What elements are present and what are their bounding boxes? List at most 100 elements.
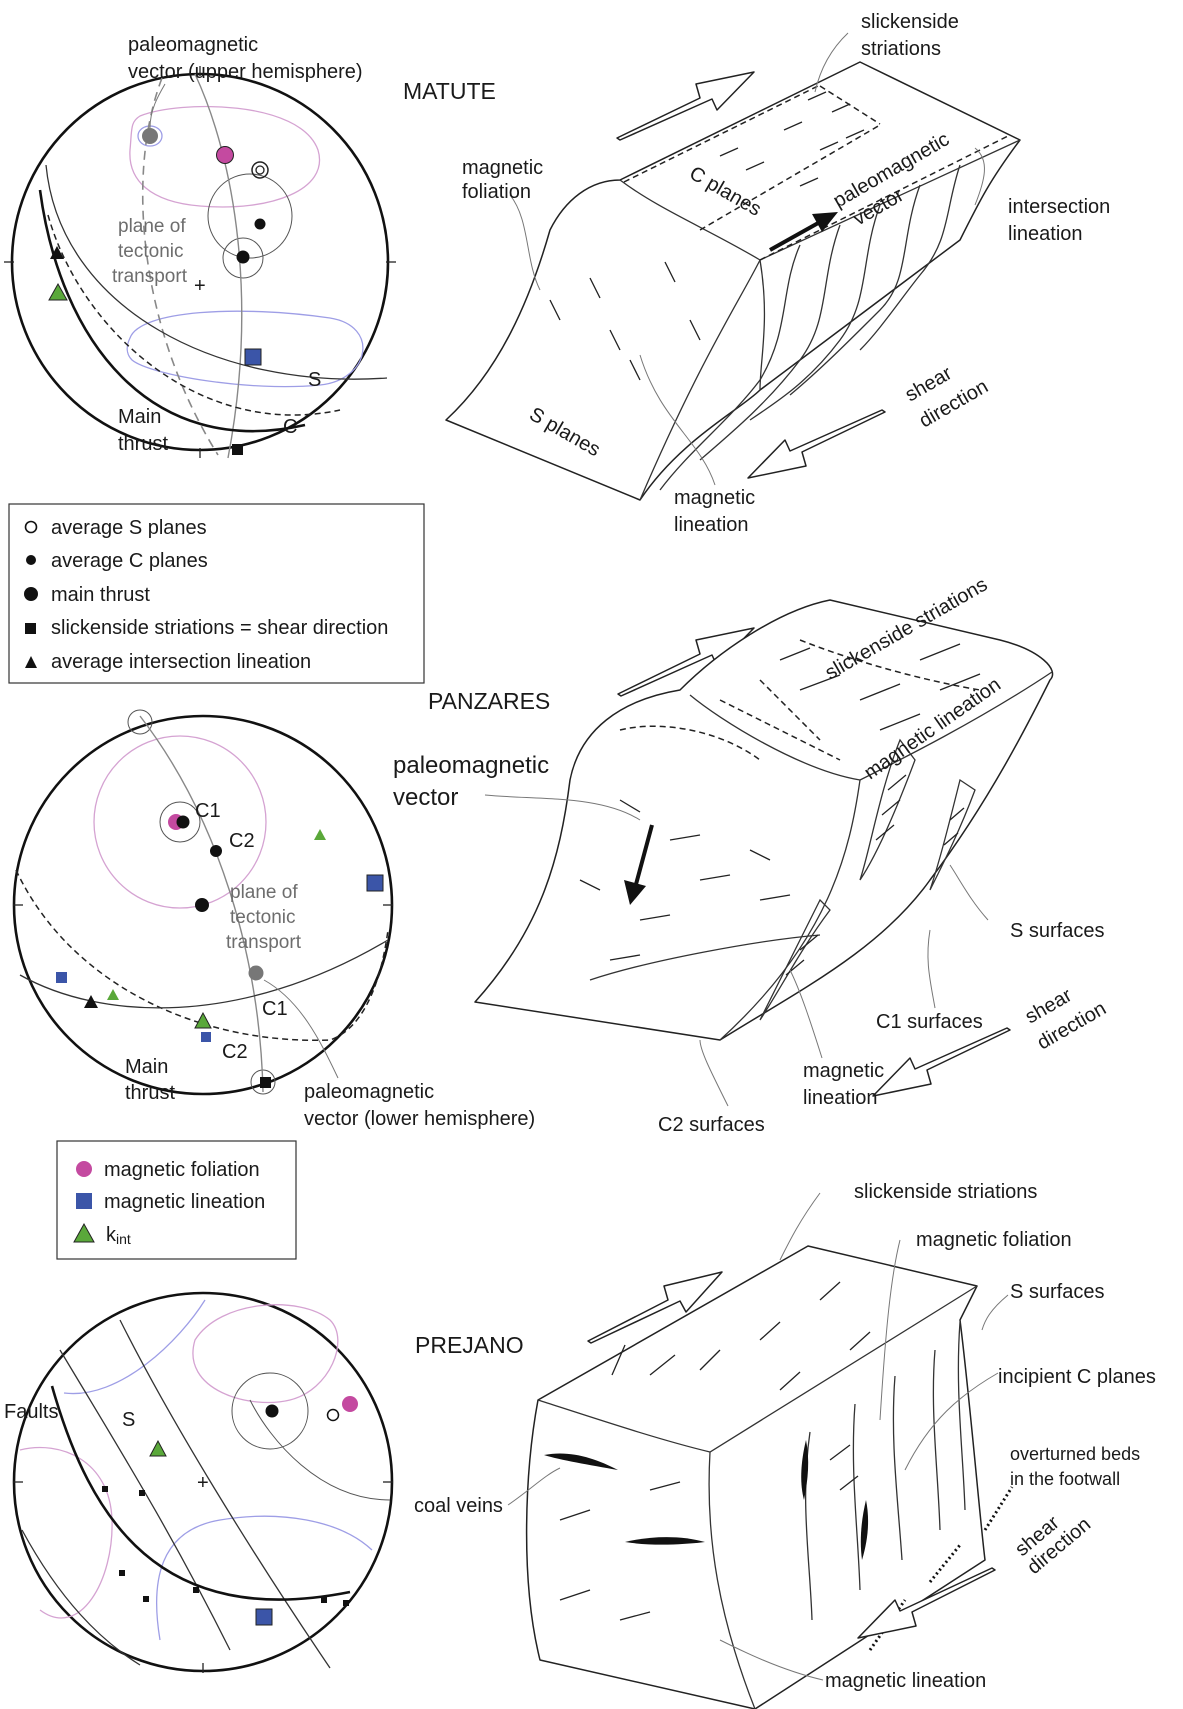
- paleo-vector-label: paleomagnetic: [128, 34, 258, 56]
- main-thrust-label: Main: [125, 1056, 168, 1078]
- overturned-beds-label: overturned beds: [1010, 1444, 1140, 1464]
- legend-label: magnetic lineation: [104, 1191, 265, 1213]
- s-arc-label: S: [308, 369, 321, 391]
- c1-surfaces-label: C1 surfaces: [876, 1011, 983, 1033]
- slickenside-label: striations: [861, 38, 941, 60]
- legend-label: slickenside striations = shear direction: [51, 617, 388, 639]
- transport-plane-label: transport: [226, 932, 302, 953]
- main-thrust-label: Main: [118, 406, 161, 428]
- c1-arc-label: C1: [262, 998, 288, 1020]
- lineation-contour: [64, 1300, 205, 1394]
- filled-square-icon: [25, 623, 36, 634]
- c-arc-label: C: [283, 416, 297, 438]
- main-thrust-label: thrust: [125, 1082, 175, 1104]
- magnetic-lineation-label: magnetic: [674, 487, 755, 509]
- paleo-vector-label: vector (upper hemisphere): [128, 61, 363, 83]
- magnetic-lineation-label: lineation: [803, 1087, 878, 1109]
- kint-marker: [314, 829, 326, 840]
- slickenside-label: slickenside: [861, 11, 959, 33]
- c2-pole-label: C2: [229, 830, 255, 852]
- slickenside-marker: [232, 444, 243, 455]
- large-filled-circle-icon: [24, 587, 38, 601]
- magnetic-foliation-label: magnetic foliation: [916, 1229, 1072, 1251]
- c1-pole-label: C1: [195, 800, 221, 822]
- transport-plane-label: tectonic: [230, 907, 295, 928]
- paleo-vector-label: vector: [393, 784, 458, 811]
- paleo-vector-label: paleomagnetic: [393, 752, 549, 779]
- legend-structures: average S planes average C planes main t…: [9, 504, 424, 683]
- magnetic-lineation-marker: [245, 349, 261, 365]
- magnetic-lineation-label: magnetic: [803, 1060, 884, 1082]
- c-plane-arc: [48, 215, 340, 415]
- c1-pole-marker: [177, 816, 190, 829]
- transport-plane-label: transport: [112, 266, 188, 287]
- prejano-stereonet: + Faults S: [4, 1293, 393, 1673]
- fault-trace: [22, 1530, 140, 1665]
- center-cross: +: [194, 275, 206, 297]
- c2-arc-label: C2: [222, 1041, 248, 1063]
- panzares-block-diagram: paleomagnetic vector slickenside striati…: [393, 574, 1110, 1136]
- magnetic-lineation-label: magnetic lineation: [825, 1670, 986, 1692]
- paleomagnetic-vector-marker: [142, 128, 158, 144]
- magnetic-lineation-label: lineation: [674, 514, 749, 536]
- blue-square-icon: [76, 1193, 92, 1209]
- fault-trace: [120, 1320, 330, 1668]
- confidence-circle: [208, 174, 292, 258]
- magnetic-foliation-marker: [342, 1396, 358, 1412]
- legend-label: magnetic foliation: [104, 1159, 260, 1181]
- kint-marker: [107, 989, 119, 1000]
- average-c-plane-marker: [255, 219, 266, 230]
- slickenside-label: slickenside striations: [854, 1181, 1037, 1203]
- fault-trace: [60, 1350, 230, 1650]
- legend-label: average S planes: [51, 517, 207, 539]
- legend-label: main thrust: [51, 584, 150, 606]
- plane-of-tectonic-transport: [195, 74, 242, 458]
- magnetic-lineation-marker: [56, 972, 67, 983]
- faults-label: Faults: [4, 1401, 58, 1423]
- incipient-c-planes-label: incipient C planes: [998, 1366, 1156, 1388]
- main-thrust-pole-marker: [195, 898, 209, 912]
- average-s-plane-marker: [328, 1410, 339, 1421]
- c2-surfaces-label: C2 surfaces: [658, 1114, 765, 1136]
- intersection-lineation-label: intersection: [1008, 196, 1110, 218]
- slickenside-marker: [260, 1077, 271, 1088]
- transport-plane-label: plane of: [230, 882, 298, 903]
- magnetic-lineation-marker: [367, 875, 383, 891]
- magnetic-foliation-label: magnetic: [462, 157, 543, 179]
- matute-stereonet: + paleomagnetic vector (upper hemisphere…: [4, 34, 396, 458]
- legend-label: average C planes: [51, 550, 208, 572]
- intersection-lineation-label: lineation: [1008, 223, 1083, 245]
- foliation-contour: [20, 1448, 112, 1618]
- coal-veins-label: coal veins: [414, 1495, 503, 1517]
- prejano-block-diagram: slickenside striations magnetic foliatio…: [414, 1181, 1156, 1709]
- c2-pole-marker: [210, 845, 222, 857]
- magnetic-lineation-marker: [256, 1609, 272, 1625]
- site-title-prejano: PREJANO: [415, 1332, 524, 1358]
- s-surfaces-label: S surfaces: [1010, 1281, 1104, 1303]
- shear-sense-arrow-bottom: [873, 1028, 1010, 1096]
- small-filled-circle-icon: [26, 555, 36, 565]
- kint-marker: [150, 1441, 166, 1456]
- magnetic-foliation-marker: [217, 147, 234, 164]
- pink-circle-icon: [76, 1161, 92, 1177]
- paleo-vector-label: vector (lower hemisphere): [304, 1108, 535, 1130]
- confidence-circle: [128, 710, 152, 734]
- paleomagnetic-vector-marker: [249, 966, 264, 981]
- legend-fabric: magnetic foliation magnetic lineation ki…: [57, 1141, 296, 1259]
- site-title-matute: MATUTE: [403, 78, 496, 104]
- s-arc-label: S: [122, 1409, 135, 1431]
- main-thrust-label: thrust: [118, 433, 168, 455]
- kint-marker: [195, 1013, 211, 1028]
- block-outline: [475, 600, 1053, 1040]
- foliation-contour: [193, 1305, 338, 1403]
- site-title-panzares: PANZARES: [428, 688, 550, 714]
- magnetic-foliation-label: foliation: [462, 181, 531, 203]
- transport-plane-label: plane of: [118, 216, 186, 237]
- main-thrust-pole-marker: [237, 251, 250, 264]
- overturned-beds-label: in the footwall: [1010, 1469, 1120, 1489]
- transport-plane-label: tectonic: [118, 241, 183, 262]
- main-thrust-pole-marker: [266, 1405, 279, 1418]
- c1-plane-arc: [20, 940, 388, 1008]
- paleo-vector-label: paleomagnetic: [304, 1081, 434, 1103]
